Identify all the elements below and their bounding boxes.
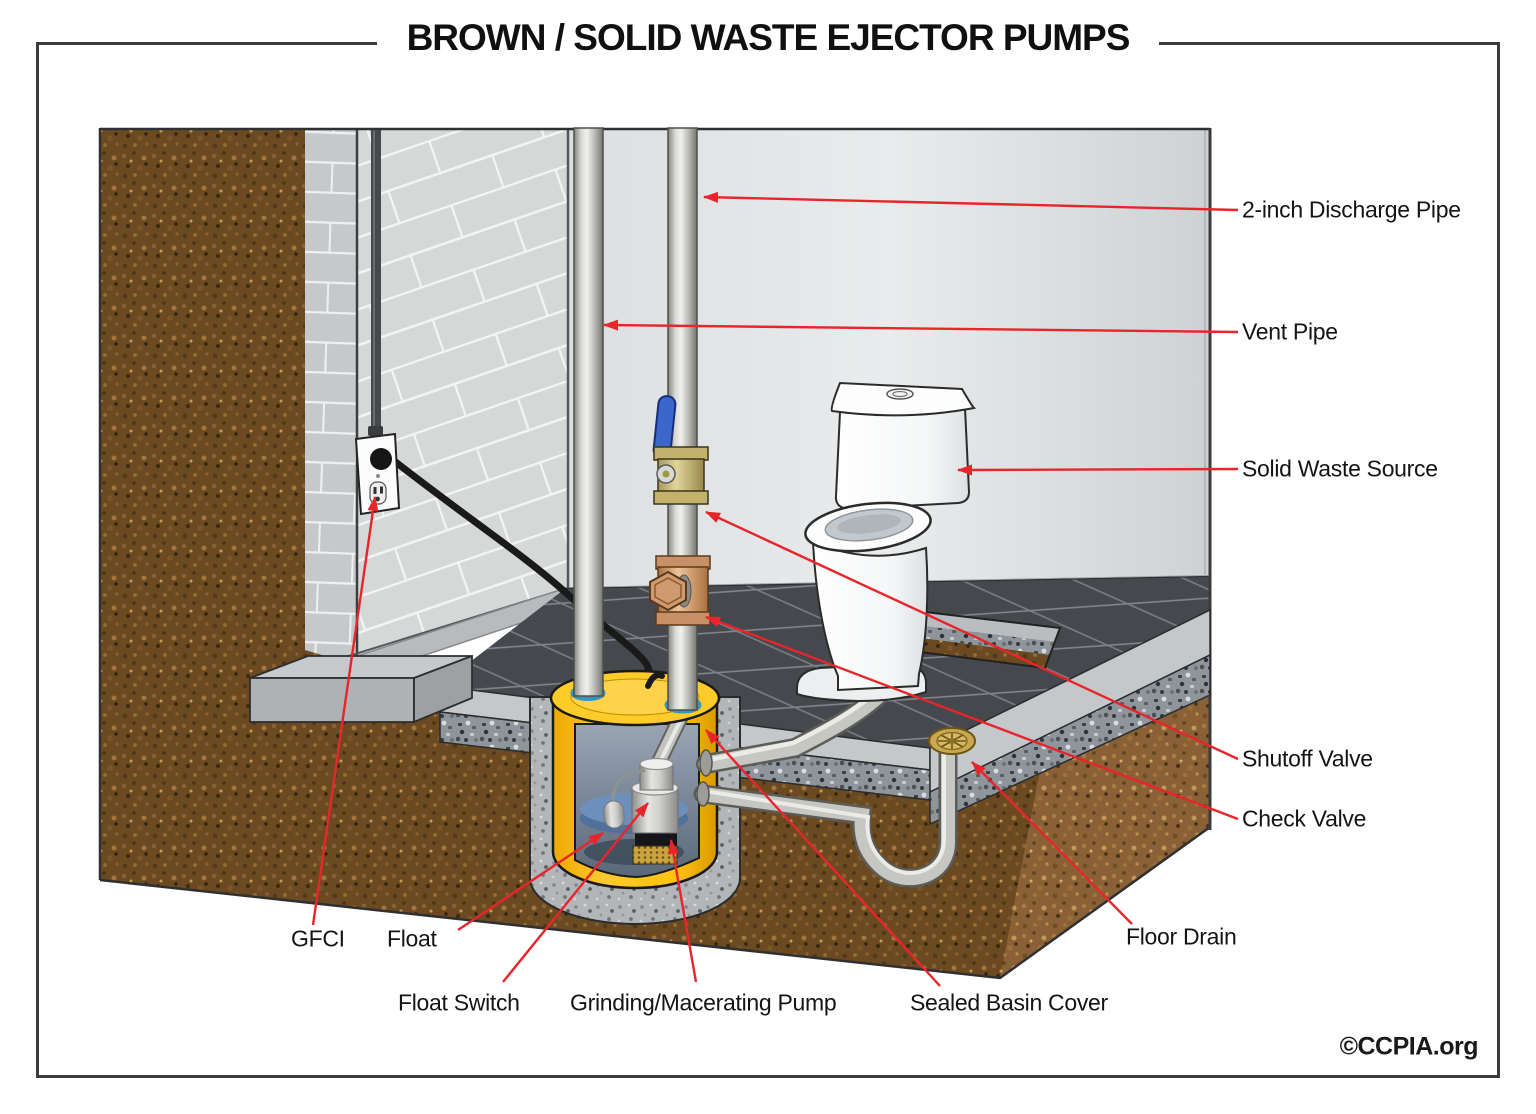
leader-vent-pipe	[603, 319, 1239, 334]
leader-shutoff-valve	[705, 510, 1239, 761]
leader-float	[457, 832, 604, 931]
cord-hook	[645, 672, 665, 689]
toilet	[796, 381, 977, 703]
label-float-switch: Float Switch	[398, 989, 520, 1016]
check-valve	[649, 555, 711, 626]
leader-grinding-pump	[668, 839, 698, 983]
label-discharge-pipe: 2-inch Discharge Pipe	[1242, 196, 1461, 223]
right-slab-cut-edge	[929, 608, 1211, 826]
page-title: BROWN / SOLID WASTE EJECTOR PUMPS	[376, 17, 1160, 59]
leader-float-switch	[502, 802, 649, 983]
toilet-pedestal	[811, 540, 929, 692]
label-float: Float	[387, 925, 437, 952]
leader-solid-waste-source	[957, 464, 1239, 476]
floor-drain	[928, 727, 976, 755]
flush-button	[886, 388, 914, 400]
label-shutoff-valve: Shutoff Valve	[1242, 745, 1373, 772]
label-solid-waste-source: Solid Waste Source	[1242, 455, 1438, 482]
floor-trench-cutaway	[918, 610, 1062, 670]
leader-discharge-pipe	[703, 191, 1239, 212]
copyright: ©CCPIA.org	[1339, 1032, 1479, 1061]
leader-gfci	[311, 496, 379, 926]
toilet-tank	[830, 381, 977, 511]
electrical-conduit	[368, 128, 383, 436]
leader-check-valve	[705, 615, 1239, 821]
label-check-valve: Check Valve	[1242, 805, 1367, 832]
shutoff-valve	[652, 395, 709, 505]
label-grinding-pump: Grinding/Macerating Pump	[570, 989, 837, 1016]
wall-footing	[249, 654, 473, 724]
float	[603, 800, 625, 829]
label-sealed-basin-cover: Sealed Basin Cover	[910, 989, 1108, 1016]
float-switch	[611, 768, 646, 802]
leader-sealed-basin-cover	[705, 729, 941, 987]
plug	[370, 448, 392, 470]
label-vent-pipe: Vent Pipe	[1242, 318, 1338, 345]
title-bar: BROWN / SOLID WASTE EJECTOR PUMPS	[0, 17, 1536, 59]
leader-lines	[311, 191, 1239, 987]
drain-p-trap	[693, 740, 958, 888]
leader-floor-drain	[971, 761, 1133, 925]
gfci-outlet	[354, 432, 401, 516]
toilet-seat	[804, 501, 932, 553]
concrete-block-wall	[301, 128, 570, 673]
label-floor-drain: Floor Drain	[1126, 923, 1237, 950]
label-gfci: GFCI	[291, 925, 345, 952]
vent-pipe	[573, 127, 604, 697]
